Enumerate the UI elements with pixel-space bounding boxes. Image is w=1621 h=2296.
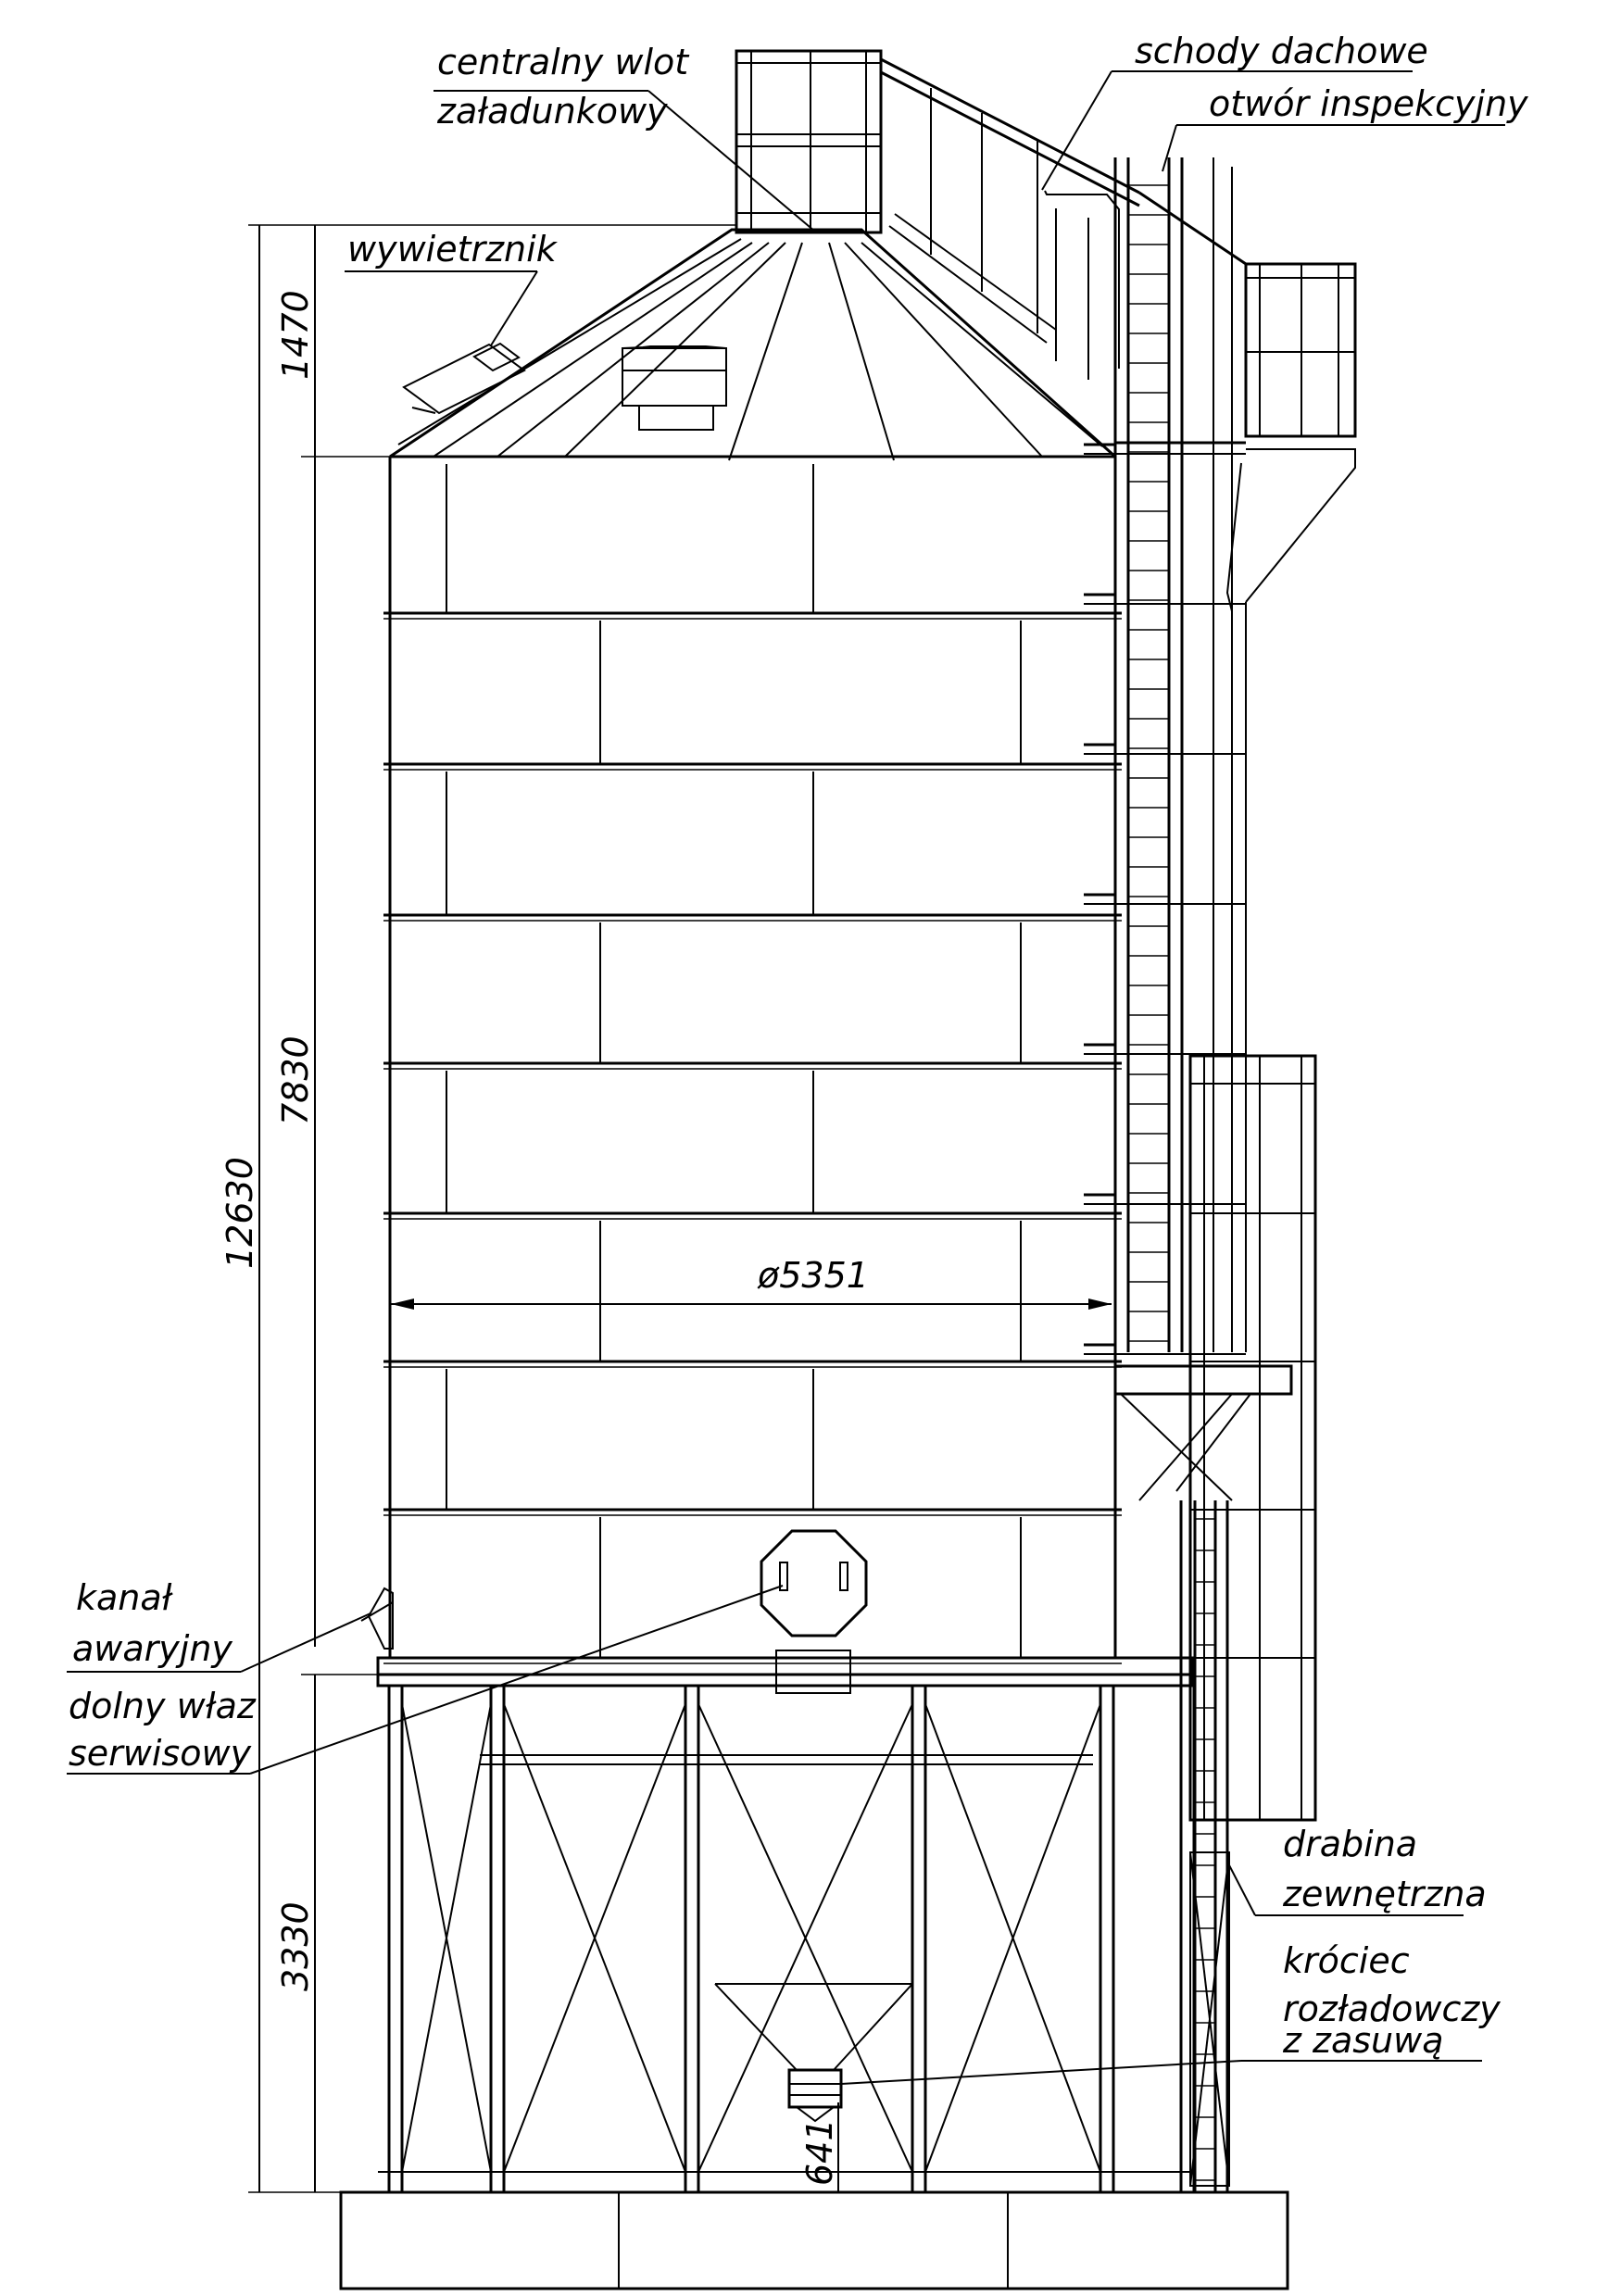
dim-outlet-height: 641 xyxy=(799,2118,840,2186)
label-manhole-line2: serwisowy xyxy=(69,1733,252,1774)
dim-body-height: 7830 xyxy=(275,1035,316,1125)
foundation xyxy=(341,2192,1288,2289)
cross-brace xyxy=(698,1704,912,2172)
silo-body xyxy=(383,457,1122,1663)
hopper xyxy=(715,1984,912,2070)
label-inspection-opening: otwór inspekcyjny xyxy=(1209,83,1528,124)
label-outlet-line3: z zasuwą xyxy=(1282,2020,1444,2061)
label-inlet-line2: załadunkowy xyxy=(436,91,668,132)
bottom-manhole xyxy=(761,1531,866,1636)
label-ladder-line2: zewnętrzna xyxy=(1282,1874,1487,1914)
mid-platform xyxy=(1115,1056,1315,1820)
outlet-with-gate xyxy=(789,2070,841,2121)
dim-total-height: 12630 xyxy=(220,1157,260,1269)
label-inlet-line1: centralny wlot xyxy=(437,42,690,82)
cross-brace xyxy=(402,1704,491,2172)
roof-vent xyxy=(404,344,524,413)
label-roof-stairs: schody dachowe xyxy=(1135,31,1428,71)
label-emergency-line1: kanał xyxy=(76,1577,174,1618)
leader-lines xyxy=(67,71,1505,2084)
label-outlet-line1: króciec xyxy=(1283,1940,1410,1981)
emergency-channel xyxy=(361,1588,393,1649)
label-vent: wywietrznik xyxy=(347,229,559,270)
label-ladder-line1: drabina xyxy=(1283,1824,1417,1864)
label-emergency-line2: awaryjny xyxy=(72,1628,232,1669)
base-ring xyxy=(378,1650,1193,1693)
support-legs xyxy=(378,1686,1194,2192)
central-inlet xyxy=(736,51,881,232)
roof-stairs xyxy=(881,59,1139,380)
label-manhole-line1: dolny właz xyxy=(69,1686,257,1726)
dim-diameter: ø5351 xyxy=(757,1255,869,1296)
roof-vent-2 xyxy=(622,346,726,430)
dimension-lines xyxy=(248,225,1112,2192)
ladder-cage-upper xyxy=(1084,157,1246,1354)
dim-roof-height: 1470 xyxy=(275,290,316,380)
top-platform xyxy=(1115,193,1355,611)
label-outlet-line2: rozładowczy xyxy=(1283,1989,1501,2029)
silo-roof xyxy=(390,51,1115,460)
cross-brace xyxy=(925,1704,1100,2172)
cross-brace xyxy=(504,1704,685,2172)
dim-leg-height: 3330 xyxy=(275,1901,316,1991)
